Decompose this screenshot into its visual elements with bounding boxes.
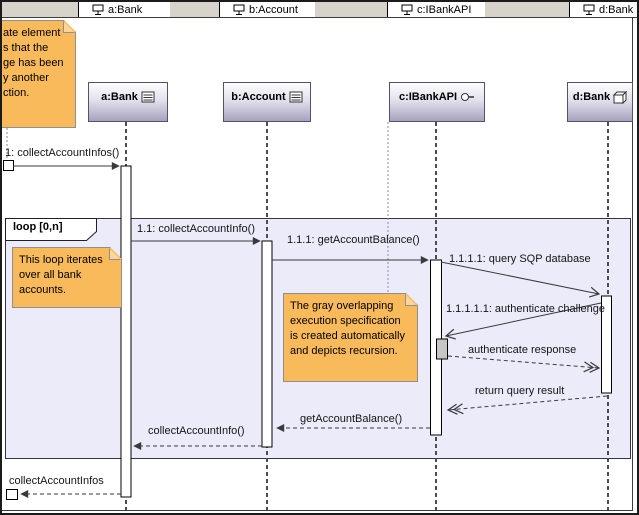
- note-loop-explanation[interactable]: This loop iterates over all bank account…: [12, 247, 122, 308]
- class-icon: [289, 91, 303, 103]
- gate-square-bottom[interactable]: [6, 489, 18, 500]
- lifeline-head-c-ibankapi[interactable]: c:IBankAPI: [389, 82, 485, 122]
- execution-b[interactable]: [261, 240, 273, 448]
- lifeline-icon: [583, 4, 595, 15]
- note-recursion-explanation[interactable]: The gray overlapping execution specifica…: [283, 293, 418, 382]
- message-authenticate-response[interactable]: [447, 355, 601, 373]
- message-label[interactable]: authenticate response: [468, 344, 577, 356]
- tab-label: d:Bank: [599, 3, 634, 16]
- tab-c-ibankapi[interactable]: c:IBankAPI: [387, 2, 485, 17]
- gate-square-top[interactable]: [3, 160, 14, 171]
- fragment-operator-label[interactable]: loop [0,n]: [13, 221, 63, 233]
- lifeline-head-label: b:Account: [231, 91, 286, 103]
- message-return-query-result[interactable]: [446, 395, 608, 415]
- message-label[interactable]: 1.1.1: getAccountBalance(): [287, 234, 420, 246]
- message-label[interactable]: 1.1.1.1: query SQP database: [449, 253, 591, 265]
- execution-c-recursion-gray[interactable]: [436, 338, 448, 360]
- lifeline-icon: [233, 4, 245, 15]
- fragment-operator-pentagon[interactable]: [5, 218, 97, 241]
- canvas-right-border: [632, 17, 633, 511]
- message-label[interactable]: 1.1: collectAccountInfo(): [137, 223, 256, 235]
- tab-d-bank[interactable]: d:Bank: [569, 2, 637, 17]
- execution-d[interactable]: [601, 295, 612, 394]
- tab-a-bank[interactable]: a:Bank: [78, 2, 170, 17]
- message-label[interactable]: 1: collectAccountInfos(): [5, 147, 120, 159]
- message-label[interactable]: getAccountBalance(): [300, 413, 403, 425]
- tab-label: b:Account: [249, 3, 298, 16]
- lifeline-head-a-bank[interactable]: a:Bank: [88, 82, 168, 122]
- note-text: The gray overlapping execution specifica…: [290, 300, 405, 357]
- tab-label: c:IBankAPI: [417, 3, 472, 16]
- lifeline-head-d-bank[interactable]: d:Bank: [567, 82, 633, 122]
- lifeline-tab-bar: a:Bank b:Account c:IBankAPI d:Bank: [2, 2, 637, 18]
- note-text: This loop iterates over all bank account…: [19, 254, 103, 296]
- message-query-sqp-database[interactable]: [440, 261, 601, 298]
- lifeline-head-label: c:IBankAPI: [398, 91, 458, 103]
- message-label[interactable]: collectAccountInfo(): [148, 425, 245, 437]
- message-label[interactable]: return query result: [475, 385, 565, 397]
- tab-b-account[interactable]: b:Account: [219, 2, 315, 17]
- message-label[interactable]: collectAccountInfos: [9, 475, 104, 487]
- tab-label: a:Bank: [108, 3, 143, 16]
- interface-lollipop-icon: [461, 93, 475, 101]
- message-label[interactable]: 1.1.1.1.1: authenticate challenge: [446, 303, 606, 315]
- lifeline-icon: [92, 4, 104, 15]
- note-gate-explanation[interactable]: ate element s that the ge has been y ano…: [0, 20, 76, 128]
- canvas-bottom-border: [2, 510, 633, 511]
- note-text: ate element s that the ge has been y ano…: [3, 27, 64, 99]
- lifeline-head-label: a:Bank: [101, 91, 138, 103]
- lifeline-head-b-account[interactable]: b:Account: [223, 82, 311, 122]
- class-icon: [141, 91, 155, 103]
- node-cube-icon: [613, 90, 628, 104]
- execution-a[interactable]: [120, 165, 132, 498]
- lifeline-head-label: d:Bank: [572, 91, 611, 103]
- message-authenticate-challenge[interactable]: [444, 302, 602, 340]
- lifeline-icon: [401, 4, 413, 15]
